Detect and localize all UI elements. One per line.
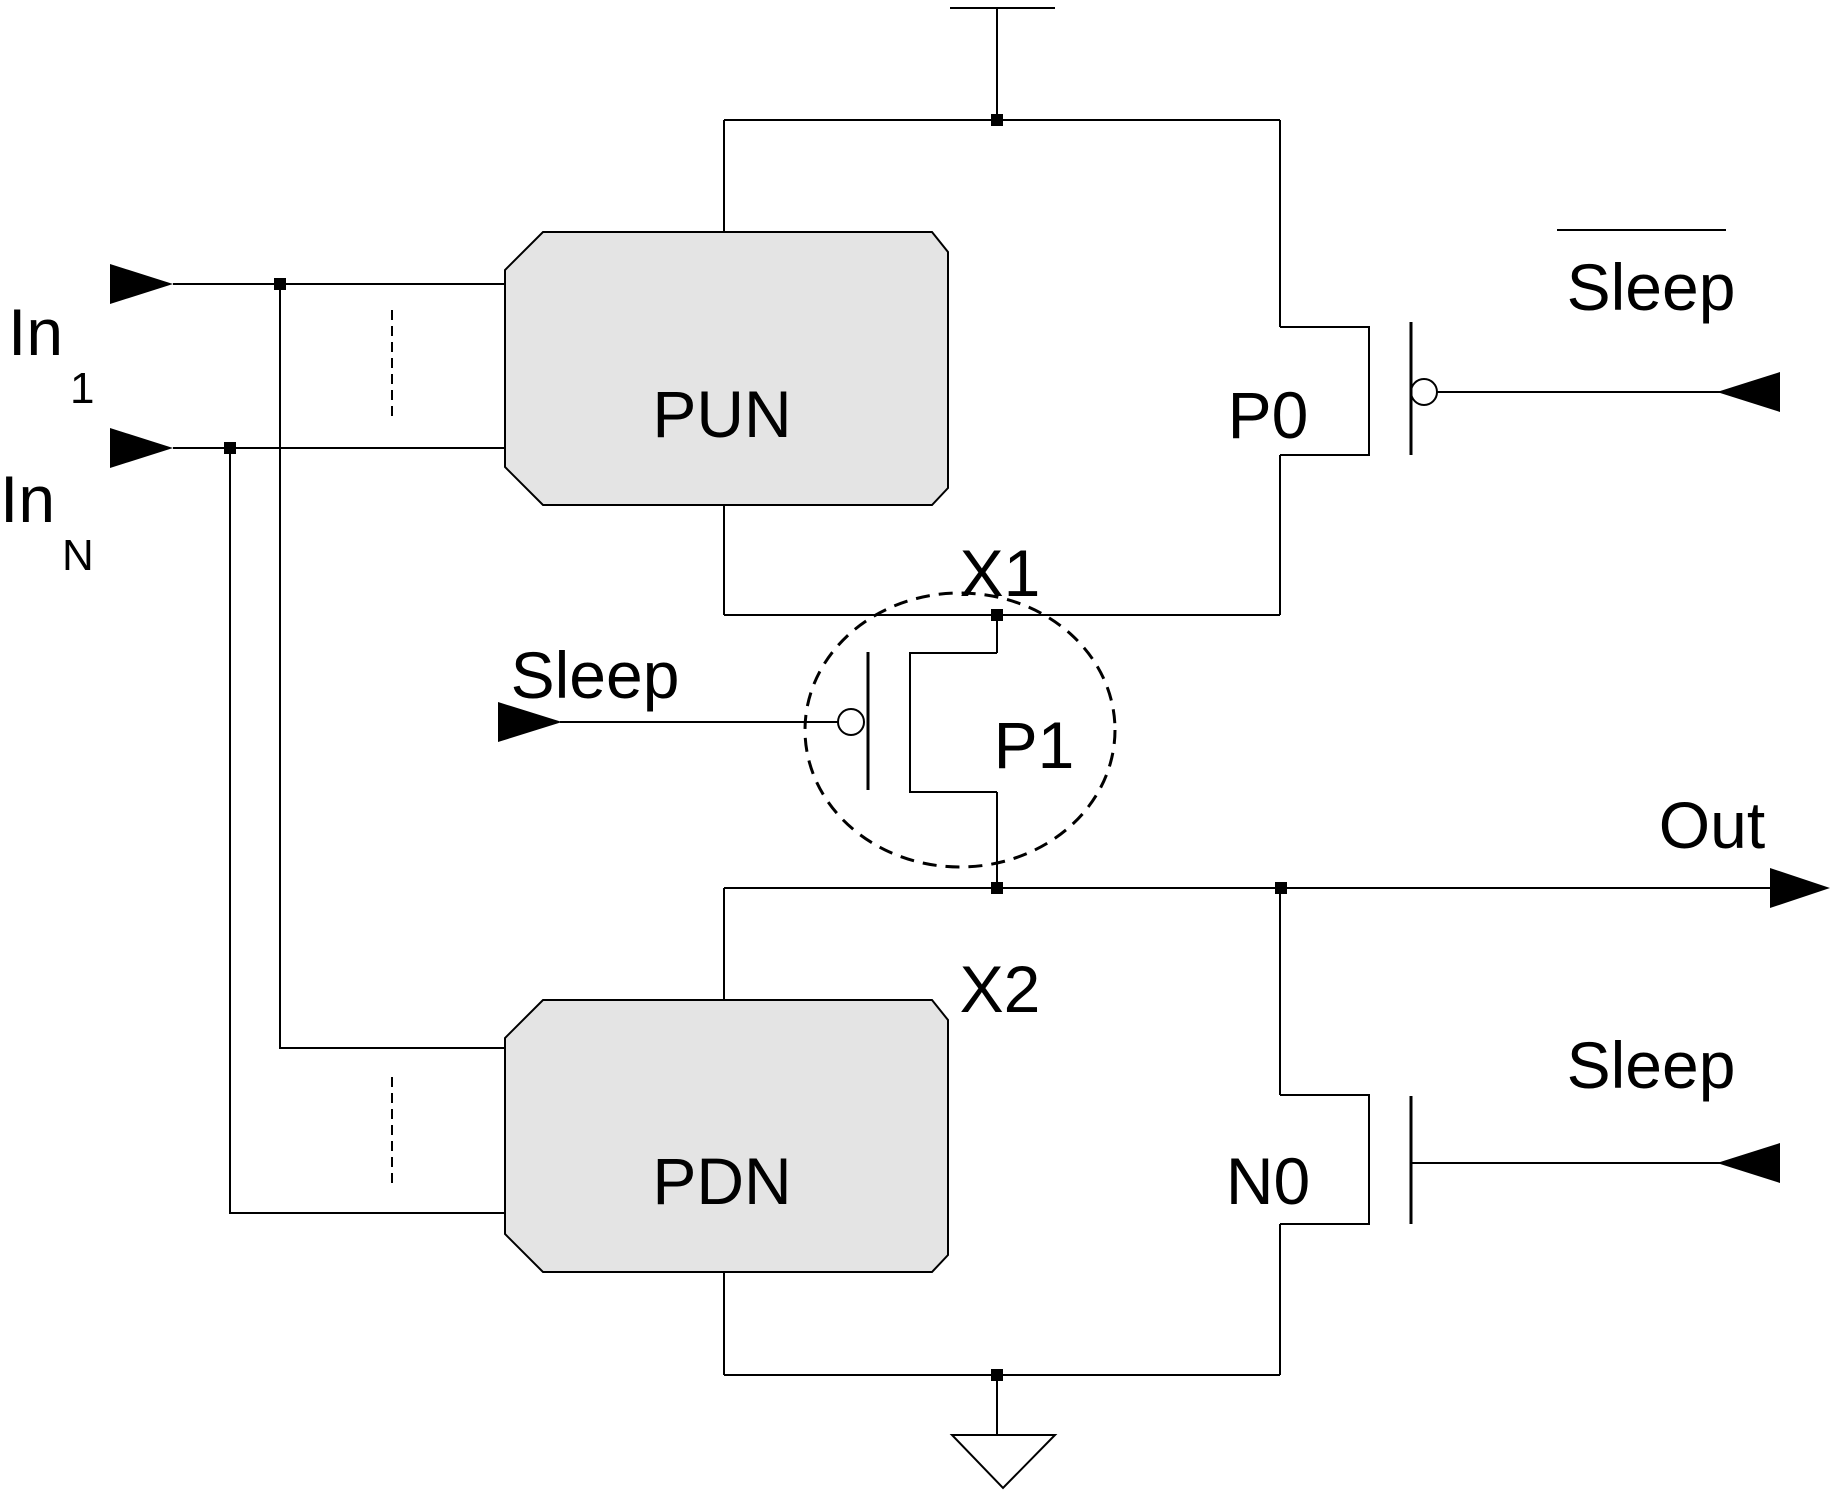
sleep-bar-label: Sleep xyxy=(1567,250,1736,324)
inN-label: InN xyxy=(0,462,94,580)
inN-input-arrow xyxy=(110,428,173,468)
out-label: Out xyxy=(1659,788,1765,862)
in1-label: In1 xyxy=(8,295,94,413)
n0-label: N0 xyxy=(1226,1144,1310,1218)
input-inN: InN xyxy=(0,428,505,1214)
x2-label: X2 xyxy=(960,952,1041,1026)
in1-input-arrow xyxy=(110,264,173,304)
sleep-n0-input-arrow xyxy=(1717,1143,1780,1183)
n0-transistor: N0 xyxy=(1226,888,1780,1375)
top-rail xyxy=(723,114,1281,327)
p0-transistor: P0 xyxy=(1228,322,1780,615)
x1-label: X1 xyxy=(960,536,1041,610)
sleep-bar-input-arrow xyxy=(1717,372,1780,412)
sleep-n0-label: Sleep xyxy=(1567,1028,1736,1102)
pun-label: PUN xyxy=(652,377,791,451)
sleep-p1-input-arrow xyxy=(498,702,562,742)
input-in1: In1 xyxy=(8,264,505,1049)
pdn-label: PDN xyxy=(652,1144,791,1218)
pdn-block: PDN xyxy=(504,999,949,1273)
p0-label: P0 xyxy=(1228,378,1309,452)
p1-transistor: Sleep P1 xyxy=(498,591,1117,888)
output-rail: Out X2 xyxy=(723,788,1830,1026)
ground-symbol xyxy=(949,1434,1058,1490)
p1-highlight-circle xyxy=(803,591,1117,869)
vdd-junction-dot xyxy=(991,114,1003,126)
vdd-supply-symbol xyxy=(950,7,1055,120)
sleep-p1-label: Sleep xyxy=(511,638,680,712)
pun-block: PUN xyxy=(504,231,949,506)
sleep-bar-label-group: Sleep xyxy=(1557,229,1736,324)
x2-junction-dot xyxy=(991,882,1003,894)
out-arrow xyxy=(1770,868,1830,908)
x1-node: X1 xyxy=(724,536,1280,621)
ground-rail xyxy=(724,1369,1280,1435)
p1-label: P1 xyxy=(994,708,1075,782)
